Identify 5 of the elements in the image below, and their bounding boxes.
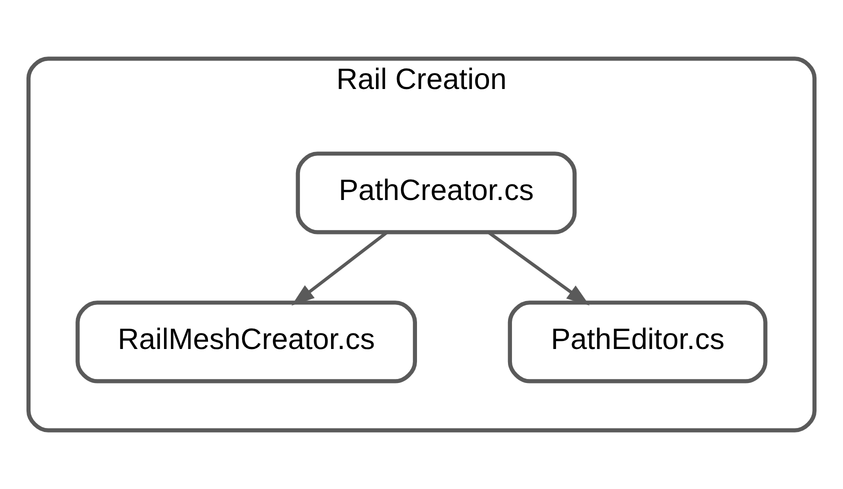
node-box: PathEditor.cs xyxy=(508,300,768,384)
arrow xyxy=(292,231,388,306)
node-box: RailMeshCreator.cs xyxy=(76,300,417,384)
arrow xyxy=(488,231,590,306)
node-box: PathCreator.cs xyxy=(296,152,577,234)
